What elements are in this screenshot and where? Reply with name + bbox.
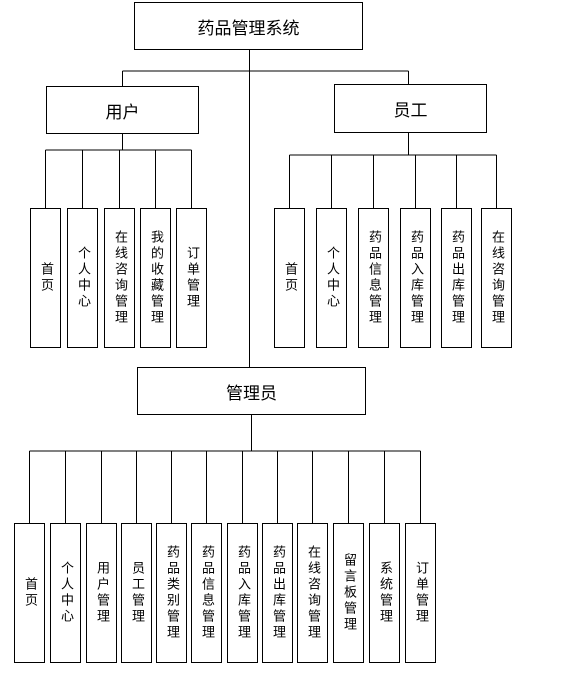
user-child-4: 我的收藏管理 [140,208,171,348]
staff-child-2: 个人中心 [316,208,347,348]
staff-child-3: 药品信息管理 [358,208,389,348]
staff-child-4: 药品入库管理 [400,208,431,348]
staff-child-6: 在线咨询管理 [481,208,512,348]
staff-child-1: 首页 [274,208,305,348]
admin-child-9: 在线咨询管理 [297,523,328,663]
admin-child-7: 药品入库管理 [227,523,258,663]
admin-child-5: 药品类别管理 [156,523,187,663]
admin-child-2: 个人中心 [50,523,81,663]
admin-child-3: 用户管理 [86,523,117,663]
admin-child-8: 药品出库管理 [262,523,293,663]
user-child-1: 首页 [30,208,61,348]
admin-child-12: 订单管理 [405,523,436,663]
admin-child-4: 员工管理 [121,523,152,663]
admin-node: 管理员 [137,367,366,415]
admin-child-6: 药品信息管理 [191,523,222,663]
admin-child-1: 首页 [14,523,45,663]
user-child-2: 个人中心 [67,208,98,348]
user-node: 用户 [46,86,199,134]
admin-child-11: 系统管理 [369,523,400,663]
staff-node: 员工 [334,84,487,133]
user-child-5: 订单管理 [176,208,207,348]
user-child-3: 在线咨询管理 [104,208,135,348]
admin-child-10: 留言板管理 [333,523,364,663]
root-node: 药品管理系统 [134,2,363,50]
staff-child-5: 药品出库管理 [441,208,472,348]
